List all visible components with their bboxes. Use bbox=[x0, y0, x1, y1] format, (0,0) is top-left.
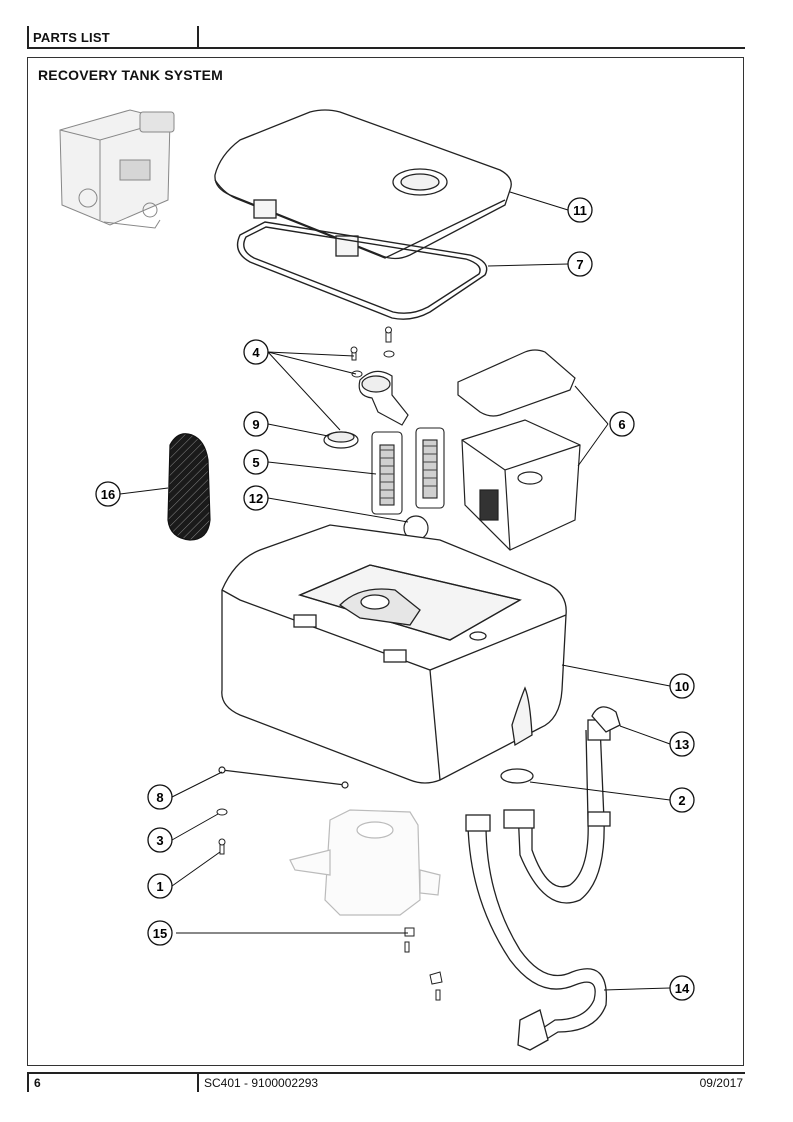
document-date: 09/2017 bbox=[699, 1076, 743, 1090]
callout-13: 13 bbox=[669, 731, 695, 757]
callout-12: 12 bbox=[243, 485, 269, 511]
callout-4: 4 bbox=[243, 339, 269, 365]
callout-8: 8 bbox=[147, 784, 173, 810]
footer-divider bbox=[197, 1072, 199, 1092]
svg-text:1: 1 bbox=[156, 879, 163, 894]
callout-6: 6 bbox=[609, 411, 635, 437]
screw-icon bbox=[218, 838, 226, 855]
svg-text:15: 15 bbox=[153, 926, 167, 941]
vacuum-motor-ghost-icon bbox=[289, 809, 441, 916]
svg-text:4: 4 bbox=[252, 345, 260, 360]
drain-hose-icon bbox=[465, 706, 621, 1051]
page-number: 6 bbox=[34, 1076, 41, 1090]
svg-text:7: 7 bbox=[576, 257, 583, 272]
diagram-frame bbox=[27, 57, 744, 1066]
svg-text:16: 16 bbox=[101, 487, 115, 502]
callout-10: 10 bbox=[669, 673, 695, 699]
callouts: 1 2 3 4 5 6 7 8 9 10 11 12 13 14 15 16 bbox=[95, 197, 695, 1001]
recovery-tank-icon bbox=[221, 524, 567, 784]
callout-15: 15 bbox=[147, 920, 173, 946]
leader-lines bbox=[119, 191, 671, 991]
washer-icon bbox=[216, 808, 228, 816]
fasteners-group-4 bbox=[350, 326, 395, 378]
callout-7: 7 bbox=[567, 251, 593, 277]
tank-cover-icon bbox=[214, 109, 512, 260]
filter-basket-icon bbox=[457, 349, 581, 551]
strainer-icon bbox=[167, 433, 211, 541]
callout-3: 3 bbox=[147, 827, 173, 853]
cover-gasket-icon bbox=[236, 221, 488, 320]
callout-1: 1 bbox=[147, 873, 173, 899]
hose-clamp-icon bbox=[500, 768, 534, 784]
ground-cable-icon bbox=[218, 766, 349, 789]
machine-overview-icon bbox=[59, 109, 175, 229]
section-title: RECOVERY TANK SYSTEM bbox=[38, 67, 223, 83]
page-header-title: PARTS LIST bbox=[33, 30, 110, 45]
header-left-bar bbox=[27, 26, 29, 47]
svg-text:10: 10 bbox=[675, 679, 689, 694]
callout-11: 11 bbox=[567, 197, 593, 223]
footer-left-bar bbox=[27, 1072, 29, 1092]
callout-5: 5 bbox=[243, 449, 269, 475]
svg-text:14: 14 bbox=[675, 981, 690, 996]
svg-text:12: 12 bbox=[249, 491, 263, 506]
svg-text:5: 5 bbox=[252, 455, 259, 470]
svg-text:3: 3 bbox=[156, 833, 163, 848]
header-rule bbox=[27, 47, 745, 49]
svg-text:8: 8 bbox=[156, 790, 163, 805]
callout-14: 14 bbox=[669, 975, 695, 1001]
footer-rule bbox=[27, 1072, 745, 1074]
header-divider bbox=[197, 26, 199, 47]
svg-text:9: 9 bbox=[252, 417, 259, 432]
svg-text:11: 11 bbox=[573, 203, 587, 218]
ring-seal-icon bbox=[323, 431, 359, 449]
svg-text:6: 6 bbox=[618, 417, 625, 432]
bracket-icon bbox=[404, 927, 443, 1001]
svg-text:13: 13 bbox=[675, 737, 689, 752]
callout-2: 2 bbox=[669, 787, 695, 813]
document-id: SC401 - 9100002293 bbox=[204, 1076, 319, 1090]
inlet-elbow-icon bbox=[358, 370, 409, 426]
callout-16: 16 bbox=[95, 481, 121, 507]
callout-9: 9 bbox=[243, 411, 269, 437]
filter-cartridges-icon bbox=[371, 427, 445, 515]
svg-text:2: 2 bbox=[678, 793, 685, 808]
